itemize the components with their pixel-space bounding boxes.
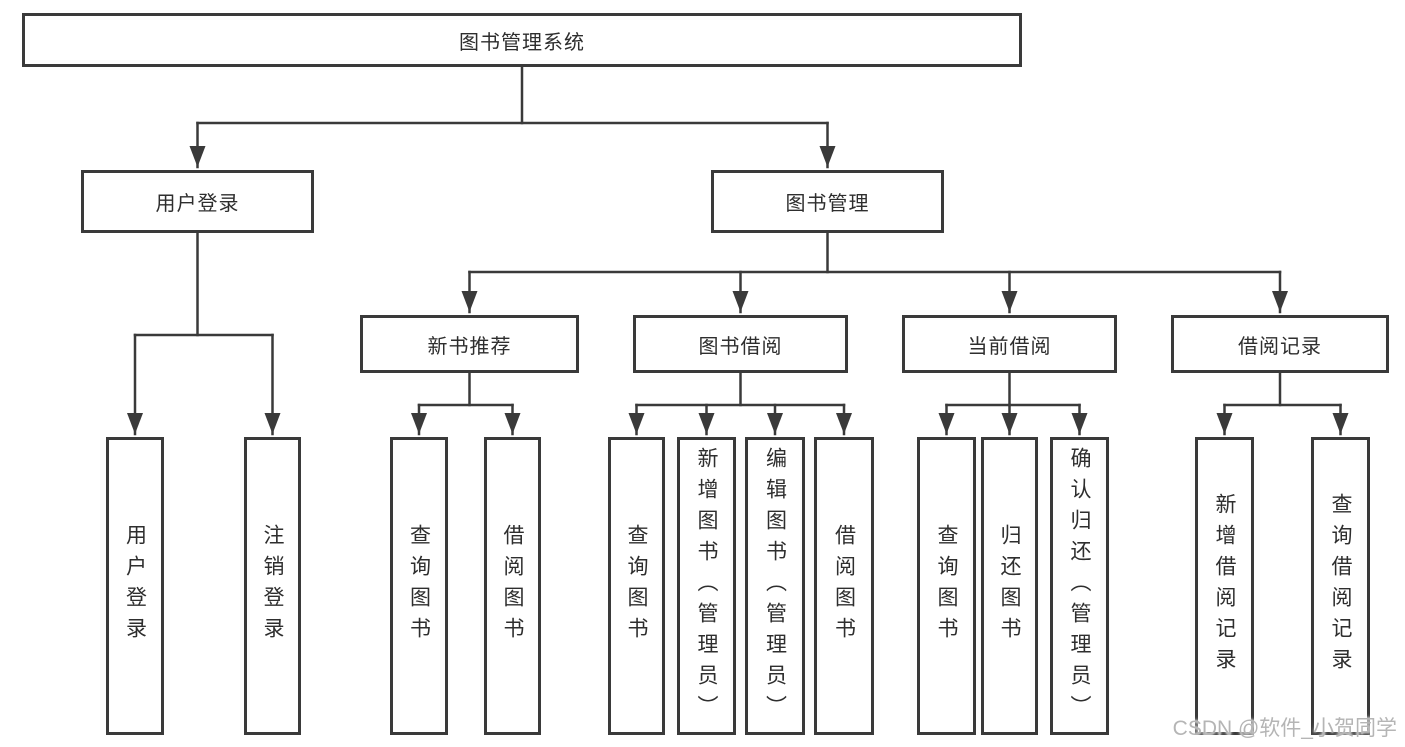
node-new-book-recommend-label: 新书推荐 bbox=[427, 335, 512, 358]
leaf-borrow-books-borrow: 借阅图书 bbox=[814, 437, 874, 735]
node-book-management-label: 图书管理 bbox=[785, 193, 870, 215]
leaf-return-book-label: 归还图书 bbox=[998, 524, 1021, 648]
node-root: 图书管理系统 bbox=[22, 13, 1022, 67]
leaf-edit-book-admin: 编辑图书（管理员） bbox=[745, 437, 805, 735]
leaf-query-books-current-label: 查询图书 bbox=[935, 524, 958, 648]
leaf-borrow-books-recommend: 借阅图书 bbox=[484, 437, 541, 735]
leaf-edit-book-admin-label: 编辑图书（管理员） bbox=[763, 446, 787, 726]
leaf-query-borrow-record: 查询借阅记录 bbox=[1311, 437, 1370, 735]
connector-current-borrow-to-leaves bbox=[938, 369, 1088, 436]
node-current-borrow-label: 当前借阅 bbox=[967, 335, 1052, 358]
node-borrow-records: 借阅记录 bbox=[1171, 315, 1389, 373]
leaf-return-book: 归还图书 bbox=[981, 437, 1038, 735]
leaf-user-login: 用户登录 bbox=[106, 437, 164, 735]
leaf-query-books-borrow: 查询图书 bbox=[608, 437, 665, 735]
node-user-login: 用户登录 bbox=[81, 170, 314, 233]
node-current-borrow: 当前借阅 bbox=[902, 315, 1117, 373]
leaf-borrow-books-recommend-label: 借阅图书 bbox=[501, 524, 524, 648]
leaf-query-books-recommend: 查询图书 bbox=[390, 437, 448, 735]
leaf-query-books-borrow-label: 查询图书 bbox=[625, 524, 648, 648]
connector-book-management-to-level3 bbox=[461, 230, 1288, 314]
node-new-book-recommend: 新书推荐 bbox=[360, 315, 579, 373]
leaf-confirm-return-admin: 确认归还（管理员） bbox=[1050, 437, 1109, 735]
node-book-management: 图书管理 bbox=[711, 170, 944, 233]
watermark: CSDN @软件_小贺同学 bbox=[1172, 717, 1397, 740]
node-user-login-label: 用户登录 bbox=[155, 193, 240, 215]
leaf-add-borrow-record: 新增借阅记录 bbox=[1195, 437, 1254, 735]
connector-root-to-level2 bbox=[189, 64, 836, 169]
leaf-add-book-admin-label: 新增图书（管理员） bbox=[695, 446, 718, 726]
leaf-confirm-return-admin-label: 确认归还（管理员） bbox=[1068, 446, 1091, 726]
node-borrow-records-label: 借阅记录 bbox=[1238, 335, 1322, 358]
leaf-logout-label: 注销登录 bbox=[261, 524, 284, 648]
leaf-query-books-recommend-label: 查询图书 bbox=[407, 524, 431, 648]
node-book-borrow-label: 图书借阅 bbox=[698, 335, 783, 358]
node-book-borrow: 图书借阅 bbox=[633, 315, 848, 373]
leaf-add-book-admin: 新增图书（管理员） bbox=[677, 437, 736, 735]
leaf-borrow-books-borrow-label: 借阅图书 bbox=[832, 524, 856, 648]
connector-borrow-records-to-leaves bbox=[1216, 369, 1349, 436]
leaf-add-borrow-record-label: 新增借阅记录 bbox=[1213, 493, 1236, 679]
connector-user-login-to-leaves bbox=[127, 230, 281, 436]
leaf-query-books-current: 查询图书 bbox=[917, 437, 976, 735]
leaf-user-login-label: 用户登录 bbox=[123, 524, 147, 648]
leaf-logout: 注销登录 bbox=[244, 437, 301, 735]
leaf-query-borrow-record-label: 查询借阅记录 bbox=[1329, 493, 1352, 679]
connector-new-book-recommend-to-leaves bbox=[411, 369, 521, 436]
connector-book-borrow-to-leaves bbox=[628, 369, 852, 436]
node-root-label: 图书管理系统 bbox=[459, 31, 585, 54]
